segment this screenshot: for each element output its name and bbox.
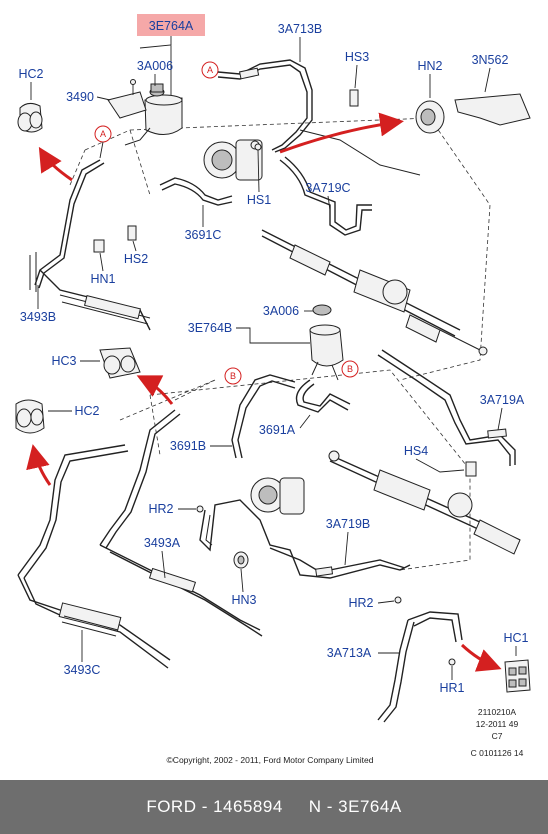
stamp-line-2: 12-2011 49 xyxy=(476,719,519,729)
label-3A006-top: 3A006 xyxy=(137,59,173,73)
footer-reference: N - 3E764A xyxy=(308,797,402,816)
label-HS3: HS3 xyxy=(345,50,369,64)
hose-3691B xyxy=(231,374,296,459)
label-3490: 3490 xyxy=(66,90,94,104)
label-3691C: 3691C xyxy=(185,228,222,242)
part-HN3 xyxy=(233,551,249,569)
power-steering-diagram: 3E764A 3A006 3490 HC2 A 3493B HN1 xyxy=(15,14,531,765)
screw-3490 xyxy=(130,79,136,85)
bracket-3N562 xyxy=(454,93,531,126)
label-HR2-right: HR2 xyxy=(348,596,373,610)
label-3691A: 3691A xyxy=(259,423,296,437)
line-3A713B xyxy=(217,59,313,153)
callout-A-left-text: A xyxy=(100,129,106,139)
fitting-HN1 xyxy=(93,239,105,253)
clamp-HC1 xyxy=(504,659,531,693)
label-3A713B: 3A713B xyxy=(278,22,322,36)
stamp-line-3: C7 xyxy=(492,731,503,741)
callout-B-right-text: B xyxy=(347,364,353,374)
hose-3493B xyxy=(29,159,151,331)
label-HR2-left: HR2 xyxy=(148,502,173,516)
bracket-3490 xyxy=(107,91,147,119)
label-3493B: 3493B xyxy=(20,310,56,324)
label-HR1: HR1 xyxy=(439,681,464,695)
screw-HS3 xyxy=(349,89,359,107)
line-bottom-pressure xyxy=(199,499,411,579)
clip-HR1 xyxy=(448,658,456,666)
label-3A719B: 3A719B xyxy=(326,517,370,531)
label-HC3: HC3 xyxy=(51,354,76,368)
part-HN2 xyxy=(415,100,445,134)
callout-A-top-text: A xyxy=(207,65,213,75)
label-HS1: HS1 xyxy=(247,193,271,207)
footer-bar: FORD - 1465894 N - 3E764A xyxy=(0,780,548,834)
label-HS2: HS2 xyxy=(124,252,148,266)
highlight-3E764A xyxy=(137,14,205,36)
pump-bottom xyxy=(250,477,305,515)
clamp-HC2-mid xyxy=(15,399,45,434)
callout-B-left-text: B xyxy=(230,371,236,381)
hose-3493C xyxy=(17,574,171,669)
reservoir-mid xyxy=(309,304,344,381)
hose-3691A xyxy=(295,379,349,413)
reservoir-top xyxy=(124,83,183,146)
callout-B-right xyxy=(341,360,359,378)
screw-HS2 xyxy=(127,225,137,241)
pump-top xyxy=(203,139,263,181)
screw-HS1 xyxy=(254,143,262,151)
label-HS4: HS4 xyxy=(404,444,428,458)
rack-top xyxy=(261,229,488,356)
line-3A719C xyxy=(279,129,421,236)
clip-HR2-right xyxy=(394,596,402,604)
label-3E764B: 3E764B xyxy=(188,321,232,335)
frame-bottom xyxy=(149,369,471,571)
arrow-HC2-mid xyxy=(26,444,52,486)
arrow-HN2 xyxy=(279,112,404,154)
rack-bottom xyxy=(328,450,521,555)
callout-A-top xyxy=(201,61,219,79)
line-3A713A xyxy=(377,611,463,723)
arrow-HC1 xyxy=(460,643,502,672)
label-3493A: 3493A xyxy=(144,536,181,550)
hose-3493A xyxy=(17,409,263,637)
clamp-HC2-top xyxy=(17,102,43,133)
label-3E764A-top: 3E764A xyxy=(149,19,194,33)
stamp-line-1: 2110210A xyxy=(478,707,516,717)
callout-B-left xyxy=(224,367,242,385)
label-3N562: 3N562 xyxy=(472,53,509,67)
clamp-HC3 xyxy=(99,347,141,379)
label-3A006-mid: 3A006 xyxy=(263,304,299,318)
footer-part-number: FORD - 1465894 xyxy=(146,797,283,816)
label-HN3: HN3 xyxy=(231,593,256,607)
label-3A719A: 3A719A xyxy=(480,393,525,407)
stamp-line-4: C 0101126 14 xyxy=(471,748,524,758)
label-HN1: HN1 xyxy=(90,272,115,286)
arrow-HC3 xyxy=(136,375,174,405)
clip-HR2-left xyxy=(196,505,204,513)
label-HC1: HC1 xyxy=(503,631,528,645)
copyright: ©Copyright, 2002 - 2011, Ford Motor Comp… xyxy=(167,755,374,765)
leader-3E764A-top xyxy=(139,36,172,95)
label-3493C: 3493C xyxy=(64,663,101,677)
label-HN2: HN2 xyxy=(417,59,442,73)
label-3691B: 3691B xyxy=(170,439,206,453)
line-3A719A xyxy=(377,349,516,466)
screw-HS4 xyxy=(465,461,477,477)
label-3A713A: 3A713A xyxy=(327,646,372,660)
label-3A719C: 3A719C xyxy=(305,181,350,195)
arrow-HC2-top xyxy=(38,146,73,182)
label-HC2-mid: HC2 xyxy=(74,404,99,418)
hose-3691C xyxy=(159,177,233,201)
label-HC2-top: HC2 xyxy=(18,67,43,81)
